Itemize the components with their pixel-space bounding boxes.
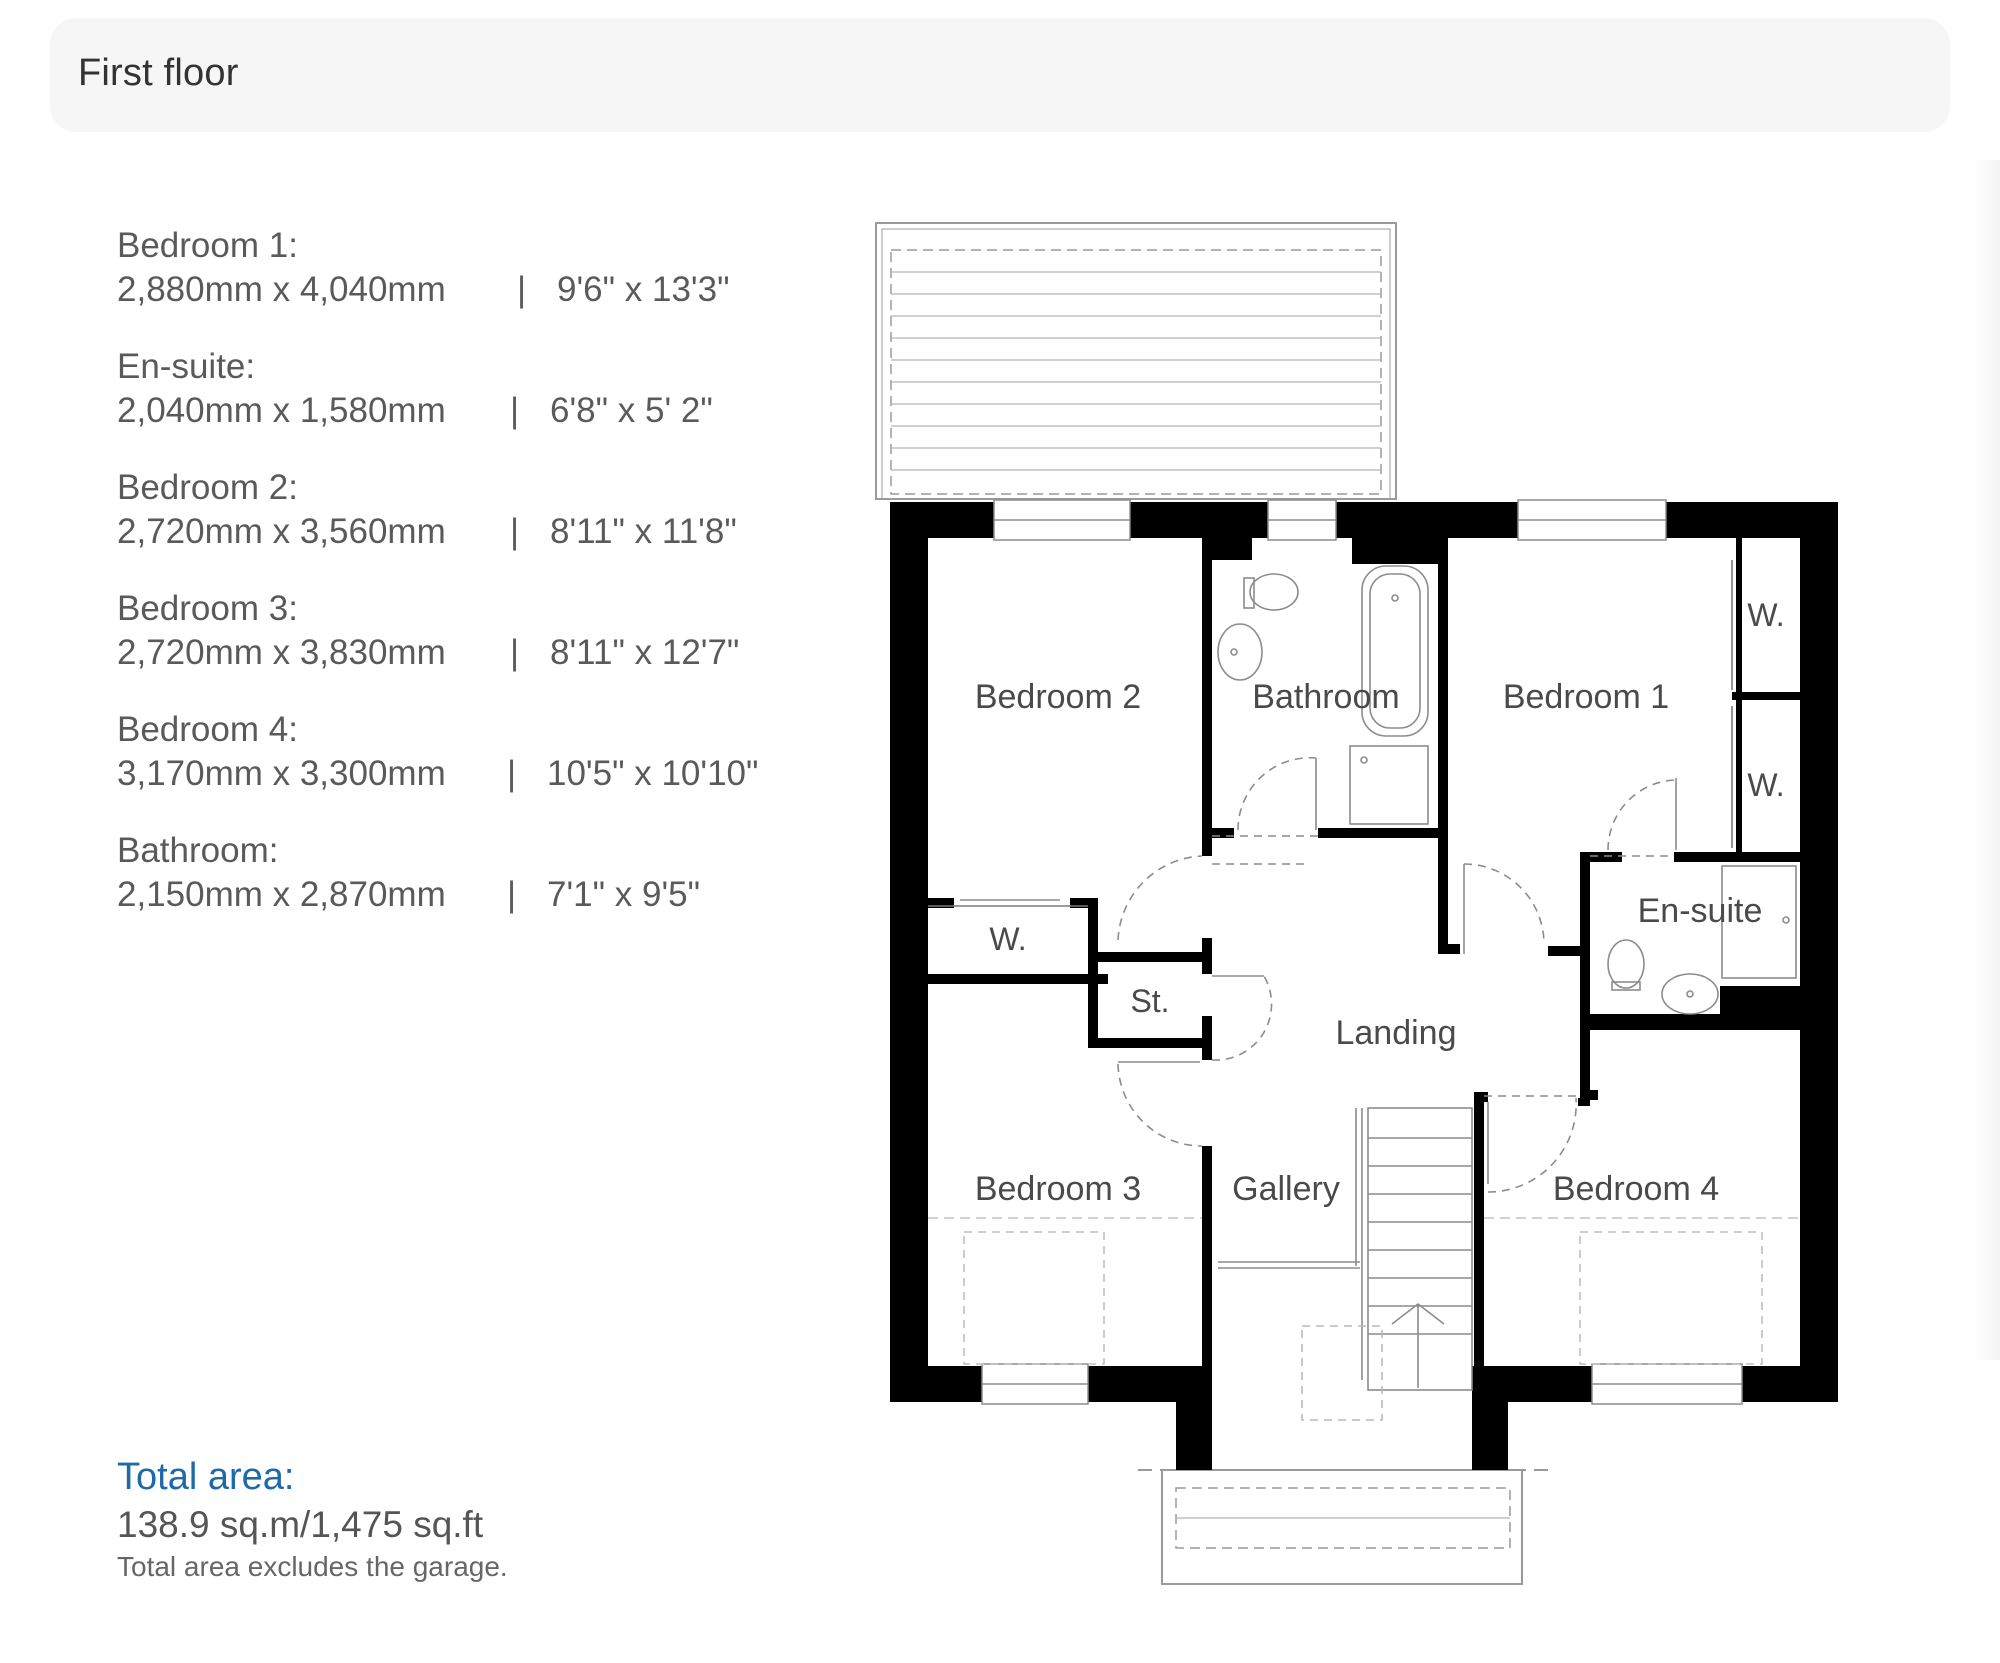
room-name: Bedroom 4:	[117, 710, 298, 749]
windows	[981, 499, 1743, 1405]
page-title: First floor	[78, 52, 239, 94]
imperial-dimension: 8'11" x 11'8"	[550, 512, 737, 551]
imperial-dimension: 6'8" x 5' 2"	[550, 391, 713, 430]
label-landing: Landing	[1335, 1014, 1456, 1052]
dimension-separator: |	[510, 633, 520, 672]
room-name: Bathroom:	[117, 831, 279, 870]
room-entry: Bedroom 2: 2,720mm x 3,560mm | 8'11" x 11'…	[117, 466, 837, 587]
porch-bottom	[1138, 1469, 1548, 1585]
label-gallery: Gallery	[1232, 1170, 1340, 1208]
total-area-note: Total area excludes the garage.	[117, 1551, 508, 1582]
page-edge-shadow	[1974, 160, 2000, 1360]
room-name: Bedroom 1:	[117, 226, 298, 265]
room-dimensions: 2,880mm x 4,040mm | 9'6" x 13'3"	[117, 268, 837, 312]
dimension-separator: |	[507, 875, 517, 914]
label-bedroom-3: Bedroom 3	[975, 1170, 1141, 1208]
room-dimensions: 2,150mm x 2,870mm | 7'1" x 9'5"	[117, 873, 837, 917]
label-store: St.	[1130, 983, 1169, 1019]
room-name: En-suite:	[117, 347, 256, 386]
label-bathroom: Bathroom	[1252, 678, 1399, 716]
total-area-value: 138.9 sq.m/1,475 sq.ft	[117, 1504, 484, 1545]
room-dimensions-list: Bedroom 1: 2,880mm x 4,040mm | 9'6" x 13'3…	[117, 224, 837, 950]
dimension-separator: |	[517, 270, 527, 309]
room-entry: Bedroom 1: 2,880mm x 4,040mm | 9'6" x 13'3…	[117, 224, 837, 345]
internal-walls	[928, 538, 1838, 1366]
metric-dimension: 2,880mm x 4,040mm	[117, 270, 446, 309]
room-labels: Bedroom 2 Bathroom Bedroom 1 W. W. W. St…	[975, 597, 1785, 1208]
label-wardrobe: W.	[989, 921, 1026, 957]
total-area-block: Total area: 138.9 sq.m/1,475 sq.ft Total…	[117, 1454, 508, 1584]
metric-dimension: 2,040mm x 1,580mm	[117, 391, 446, 430]
imperial-dimension: 9'6" x 13'3"	[557, 270, 730, 309]
room-dimensions: 3,170mm x 3,300mm | 10'5" x 10'10"	[117, 752, 837, 796]
fixtures	[928, 560, 1800, 1421]
metric-dimension: 3,170mm x 3,300mm	[117, 754, 446, 793]
imperial-dimension: 7'1" x 9'5"	[547, 875, 701, 914]
label-bedroom-4: Bedroom 4	[1553, 1170, 1719, 1208]
room-entry: Bedroom 4: 3,170mm x 3,300mm | 10'5" x 10'…	[117, 708, 837, 829]
room-name: Bedroom 3:	[117, 589, 298, 628]
label-bedroom-2: Bedroom 2	[975, 678, 1141, 716]
dimension-separator: |	[510, 512, 520, 551]
metric-dimension: 2,720mm x 3,830mm	[117, 633, 446, 672]
room-dimensions: 2,040mm x 1,580mm | 6'8" x 5' 2"	[117, 389, 837, 433]
metric-dimension: 2,150mm x 2,870mm	[117, 875, 446, 914]
header-bar: First floor	[50, 18, 1950, 132]
dimension-separator: |	[510, 391, 520, 430]
imperial-dimension: 10'5" x 10'10"	[547, 754, 759, 793]
metric-dimension: 2,720mm x 3,560mm	[117, 512, 446, 551]
label-wardrobe: W.	[1747, 597, 1784, 633]
label-en-suite: En-suite	[1638, 892, 1763, 930]
outer-walls	[890, 502, 1838, 1470]
room-dimensions: 2,720mm x 3,560mm | 8'11" x 11'8"	[117, 510, 837, 554]
total-area-label: Total area:	[117, 1456, 295, 1498]
room-entry: Bathroom: 2,150mm x 2,870mm | 7'1" x 9'5"	[117, 829, 837, 950]
dimension-separator: |	[507, 754, 517, 793]
label-bedroom-1: Bedroom 1	[1503, 678, 1669, 716]
label-wardrobe: W.	[1747, 767, 1784, 803]
imperial-dimension: 8'11" x 12'7"	[550, 633, 740, 672]
room-entry: En-suite: 2,040mm x 1,580mm | 6'8" x 5' 2"	[117, 345, 837, 466]
balcony-top	[875, 222, 1397, 500]
room-dimensions: 2,720mm x 3,830mm | 8'11" x 12'7"	[117, 631, 837, 675]
room-name: Bedroom 2:	[117, 468, 298, 507]
room-entry: Bedroom 3: 2,720mm x 3,830mm | 8'11" x 12'…	[117, 587, 837, 708]
